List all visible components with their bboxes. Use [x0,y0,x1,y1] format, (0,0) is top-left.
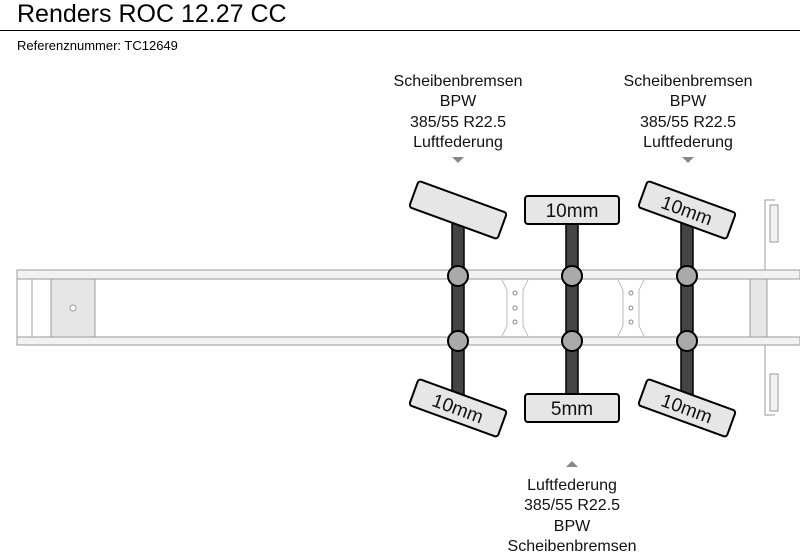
tire-top: 10mm [524,195,620,225]
wheel-hub [447,330,469,352]
svg-text:BPW: BPW [670,93,707,110]
arrow-down-icon [682,157,694,163]
tire-tread-depth: 5mm [551,399,593,420]
svg-text:Scheibenbremsen: Scheibenbremsen [624,73,753,90]
axle-3-label: Scheibenbremsen BPW 385/55 R22.5 Luftfed… [624,73,753,163]
svg-text:Luftfederung: Luftfederung [413,134,503,151]
divider [0,30,800,31]
tire-bottom: 10mm [637,378,737,438]
reference-number: Referenznummer: TC12649 [17,38,178,53]
svg-text:Scheibenbremsen: Scheibenbremsen [394,73,523,90]
wheel-hub [676,265,698,287]
cross-members [501,279,645,337]
tire-bottom: 5mm [524,393,620,423]
wheel-hub [561,265,583,287]
svg-text:BPW: BPW [440,93,477,110]
svg-text:Luftfederung: Luftfederung [643,134,733,151]
svg-text:BPW: BPW [554,518,591,535]
page-title: Renders ROC 12.27 CC [17,0,287,28]
chassis-frame [16,199,800,416]
tire-top [408,180,508,240]
wheel-hub [676,330,698,352]
svg-text:385/55 R22.5: 385/55 R22.5 [524,497,620,514]
arrow-down-icon [452,157,464,163]
axle-1: 10mm [408,180,508,438]
axle-1-label: Scheibenbremsen BPW 385/55 R22.5 Luftfed… [394,73,523,163]
axle-2: 10mm 5mm [524,195,620,423]
axle-bar [680,219,694,397]
wheel-hub [561,330,583,352]
svg-text:Luftfederung: Luftfederung [527,477,617,494]
wheel-hub [447,265,469,287]
svg-text:Scheibenbremsen: Scheibenbremsen [508,538,637,552]
svg-text:385/55 R22.5: 385/55 R22.5 [640,114,736,131]
axle-bar [565,219,579,397]
axle-bar [451,219,465,397]
svg-text:385/55 R22.5: 385/55 R22.5 [410,114,506,131]
axle-2-label: Luftfederung 385/55 R22.5 BPW Scheibenbr… [508,461,637,552]
arrow-up-icon [566,461,578,467]
tire-tread-depth: 10mm [546,201,599,222]
